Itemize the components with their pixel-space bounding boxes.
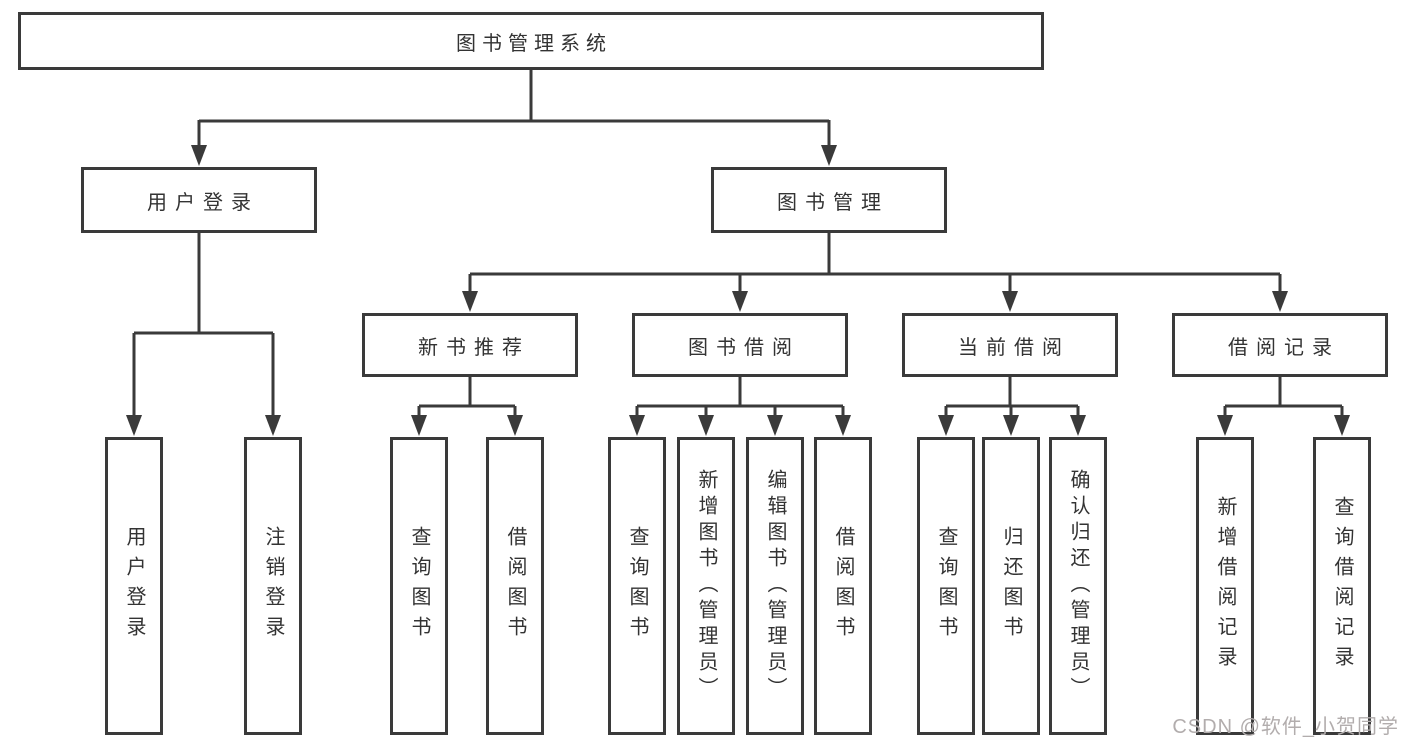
arrowhead (732, 291, 748, 312)
node-label: 新增图书（管理员） (695, 469, 717, 703)
connector-root-to-level2 (191, 70, 837, 166)
node-user-login: 用户登录 (81, 167, 317, 233)
leaf-add-books-admin: 新增图书（管理员） (677, 437, 735, 735)
node-label: 新增借阅记录 (1214, 496, 1236, 676)
node-book-borrowing: 图书借阅 (632, 313, 848, 377)
node-label: 图书管理系统 (456, 32, 612, 55)
node-label: 查询借阅记录 (1331, 496, 1353, 676)
arrowhead (1002, 291, 1018, 312)
connector-book-borrowing-to-leaves (629, 377, 851, 436)
connector-borrowing-records-to-leaves (1217, 377, 1350, 436)
leaf-search-books-borrowing: 查询图书 (608, 437, 666, 735)
arrowhead (191, 145, 207, 166)
arrowhead (698, 415, 714, 436)
node-label: 图书借阅 (688, 336, 800, 359)
leaf-search-books-current: 查询图书 (917, 437, 975, 735)
node-label: 图书管理 (777, 191, 889, 214)
arrowhead (767, 415, 783, 436)
arrowhead (411, 415, 427, 436)
node-book-management: 图书管理 (711, 167, 947, 233)
node-label: 查询图书 (626, 526, 648, 646)
node-label: 用户登录 (147, 191, 259, 214)
leaf-search-books-recommend: 查询图书 (390, 437, 448, 735)
node-label: 当前借阅 (958, 336, 1070, 359)
arrowhead (821, 145, 837, 166)
leaf-borrow-books: 借阅图书 (814, 437, 872, 735)
connector-book-management-to-level3 (462, 233, 1288, 312)
leaf-return-books: 归还图书 (982, 437, 1040, 735)
node-label: 借阅图书 (832, 526, 854, 646)
arrowhead (1070, 415, 1086, 436)
arrowhead (1272, 291, 1288, 312)
leaf-logout-login: 注销登录 (244, 437, 302, 735)
node-library-management-system: 图书管理系统 (18, 12, 1044, 70)
node-label: 查询图书 (935, 526, 957, 646)
leaf-borrow-books-recommend: 借阅图书 (486, 437, 544, 735)
arrowhead (1334, 415, 1350, 436)
leaf-edit-books-admin: 编辑图书（管理员） (746, 437, 804, 735)
arrowhead (629, 415, 645, 436)
node-label: 确认归还（管理员） (1067, 469, 1089, 703)
leaf-search-borrow-record: 查询借阅记录 (1313, 437, 1371, 735)
node-label: 查询图书 (408, 526, 430, 646)
node-label: 用户登录 (123, 526, 145, 646)
arrowhead (1217, 415, 1233, 436)
leaf-user-login: 用户登录 (105, 437, 163, 735)
connector-current-borrowing-to-leaves (938, 377, 1086, 436)
node-borrowing-records: 借阅记录 (1172, 313, 1388, 377)
node-label: 借阅记录 (1228, 336, 1340, 359)
leaf-add-borrow-record: 新增借阅记录 (1196, 437, 1254, 735)
connector-user-login-to-leaves (126, 233, 281, 436)
arrowhead (126, 415, 142, 436)
arrowhead (938, 415, 954, 436)
node-label: 编辑图书（管理员） (764, 469, 786, 703)
node-new-book-recommend: 新书推荐 (362, 313, 578, 377)
connector-new-book-to-leaves (411, 377, 523, 436)
node-label: 借阅图书 (504, 526, 526, 646)
arrowhead (1003, 415, 1019, 436)
arrowhead (265, 415, 281, 436)
node-current-borrowing: 当前借阅 (902, 313, 1118, 377)
node-label: 归还图书 (1000, 526, 1022, 646)
watermark: CSDN @软件_小贺同学 (1172, 716, 1399, 738)
node-label: 注销登录 (262, 526, 284, 646)
leaf-confirm-return-admin: 确认归还（管理员） (1049, 437, 1107, 735)
arrowhead (507, 415, 523, 436)
arrowhead (462, 291, 478, 312)
arrowhead (835, 415, 851, 436)
node-label: 新书推荐 (418, 336, 530, 359)
